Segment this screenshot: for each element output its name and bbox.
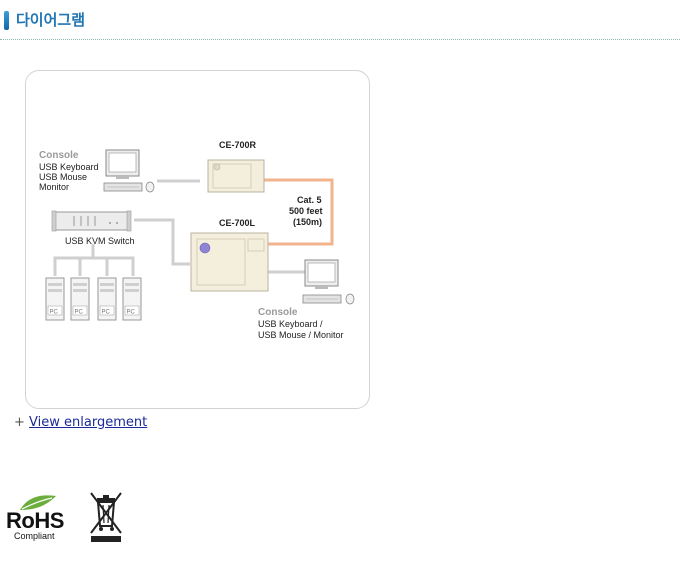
pc-label-2: PC xyxy=(75,310,84,316)
section-title: 다이어그램 xyxy=(16,11,86,29)
pc-tower-icon: PC xyxy=(122,277,142,321)
kvm-switch-label: USB KVM Switch xyxy=(65,236,135,246)
rohs-badge: RoHS Compliant xyxy=(6,492,72,544)
switch-to-local-line xyxy=(134,218,190,266)
mouse-icon xyxy=(145,181,155,193)
console-top-line2: USB Mouse xyxy=(39,172,87,182)
connection-lines xyxy=(53,179,305,276)
console-bottom-heading: Console xyxy=(258,307,298,318)
pc-label-3: PC xyxy=(102,310,111,316)
pc-label-1: PC xyxy=(50,310,59,316)
rohs-compliant-text: Compliant xyxy=(14,531,55,541)
keyboard-icon xyxy=(302,294,342,304)
monitor-icon xyxy=(304,259,339,289)
monitor-icon xyxy=(105,149,140,179)
cat5-cable xyxy=(262,178,334,246)
pc-tower-icon: PC xyxy=(97,277,117,321)
kvm-switch-device xyxy=(51,210,132,232)
local-unit-device xyxy=(190,232,269,292)
switch-to-pcs-line xyxy=(53,256,135,276)
console-top-line3: Monitor xyxy=(39,182,69,192)
local-unit-label: CE-700L xyxy=(219,218,256,228)
remote-unit-label: CE-700R xyxy=(219,140,257,150)
title-bar-icon xyxy=(4,11,9,30)
section-header: 다이어그램 xyxy=(0,0,680,40)
pc-tower-icon: PC xyxy=(70,277,90,321)
leaf-icon xyxy=(20,495,56,510)
mouse-icon xyxy=(345,293,355,305)
dotted-divider xyxy=(0,39,680,40)
rohs-text: RoHS xyxy=(6,508,64,533)
remote-unit-device xyxy=(207,159,265,193)
console-bottom-line2: USB Mouse / Monitor xyxy=(258,330,344,340)
view-enlargement-link[interactable]: View enlargement xyxy=(29,415,148,430)
console-bottom-line1: USB Keyboard / xyxy=(258,319,323,329)
keyboard-icon xyxy=(103,182,143,192)
cable-line2: 500 feet xyxy=(289,206,323,216)
plus-icon: + xyxy=(14,415,25,430)
cable-line3: (150m) xyxy=(293,217,322,227)
console-top-line1: USB Keyboard xyxy=(39,162,99,172)
pc-tower-icon: PC xyxy=(45,277,65,321)
console-top-heading: Console xyxy=(39,150,79,161)
enlarge-row: + View enlargement xyxy=(14,415,147,430)
pc-label-4: PC xyxy=(127,310,136,316)
cable-line1: Cat. 5 xyxy=(297,195,322,205)
weee-bin-icon xyxy=(90,492,122,542)
